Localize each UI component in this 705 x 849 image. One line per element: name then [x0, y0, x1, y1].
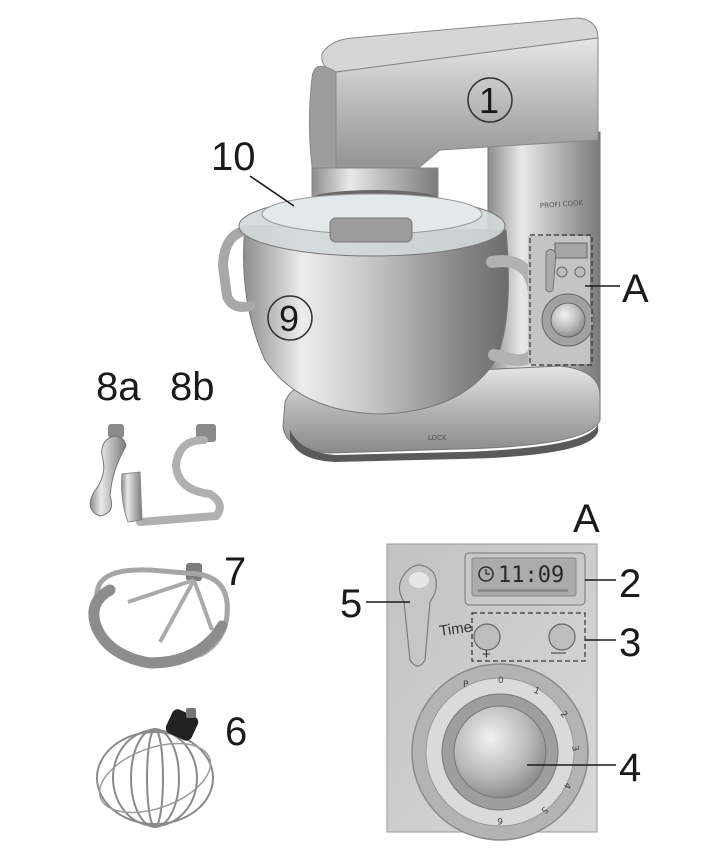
- dial-mark-3: 3: [569, 745, 580, 752]
- callout-1: 1: [479, 80, 499, 121]
- mixing-bowl: [243, 225, 509, 415]
- callout-5: 5: [340, 582, 362, 626]
- stand-mixer: LOCK 1 PROFI COOK 9: [217, 17, 601, 462]
- time-label: Time: [438, 619, 473, 640]
- plus-label: +: [482, 646, 491, 663]
- time-plus-button[interactable]: [473, 623, 501, 651]
- flat-beater-7: [88, 563, 230, 669]
- panel-lever: [545, 249, 557, 293]
- lock-marking: LOCK: [428, 434, 447, 442]
- display-status-row: [478, 589, 568, 592]
- lcd-display: [471, 557, 577, 597]
- lid-opening: [329, 217, 413, 243]
- dial-mark-6: 6: [497, 815, 503, 825]
- panel-dial-knob: [550, 302, 586, 338]
- dial-mark-P: P: [463, 680, 469, 690]
- dial-mark-0: 0: [498, 676, 504, 686]
- callout-8b: 8b: [170, 365, 215, 409]
- inset-control-panel: 11:09 Time + — P 0 1 2 3 4 5 6: [386, 543, 598, 841]
- bowl-handle-left: [217, 225, 255, 312]
- dial-mark-1: 1: [532, 686, 541, 697]
- clock-icon: [478, 566, 494, 582]
- callout-2: 2: [619, 562, 641, 606]
- dial-mark-4: 4: [561, 781, 573, 791]
- callout-7: 7: [224, 550, 246, 594]
- callout-A: A: [622, 267, 649, 311]
- control-panel: [528, 234, 595, 366]
- callout-1-badge: 1: [467, 77, 513, 123]
- panel-display: [554, 242, 588, 259]
- dial-knob: [453, 705, 547, 799]
- dial-mark-5: 5: [539, 804, 550, 815]
- panel-button-minus: [574, 266, 586, 278]
- mixer-head-top: [321, 17, 599, 73]
- speed-dial[interactable]: P 0 1 2 3 4 5 6: [411, 663, 589, 841]
- callout-10: 10: [211, 135, 256, 179]
- callout-9: 9: [279, 298, 299, 339]
- buttons-frame: [471, 612, 586, 662]
- dial-mark-2: 2: [558, 710, 569, 721]
- dough-hook-8b: [121, 424, 224, 526]
- speed-lever: [398, 564, 437, 667]
- time-minus-button[interactable]: [548, 623, 576, 651]
- base-bottom-edge: [290, 424, 598, 462]
- callout-8a: 8a: [96, 365, 141, 409]
- display-time: 11:09: [498, 563, 564, 588]
- callout-3: 3: [619, 621, 641, 665]
- dough-hook-8a: [89, 424, 127, 517]
- callout-4: 4: [619, 746, 641, 790]
- balloon-whisk-6: [96, 708, 214, 828]
- callout-6: 6: [225, 710, 247, 754]
- callout-9-badge: 9: [267, 295, 313, 341]
- lever-highlight: [409, 572, 429, 588]
- minus-label: —: [551, 644, 566, 661]
- brand-logo: PROFI COOK: [540, 199, 584, 210]
- leader-10: [249, 175, 295, 207]
- panel-button-plus: [556, 266, 568, 278]
- inset-title: A: [573, 497, 600, 541]
